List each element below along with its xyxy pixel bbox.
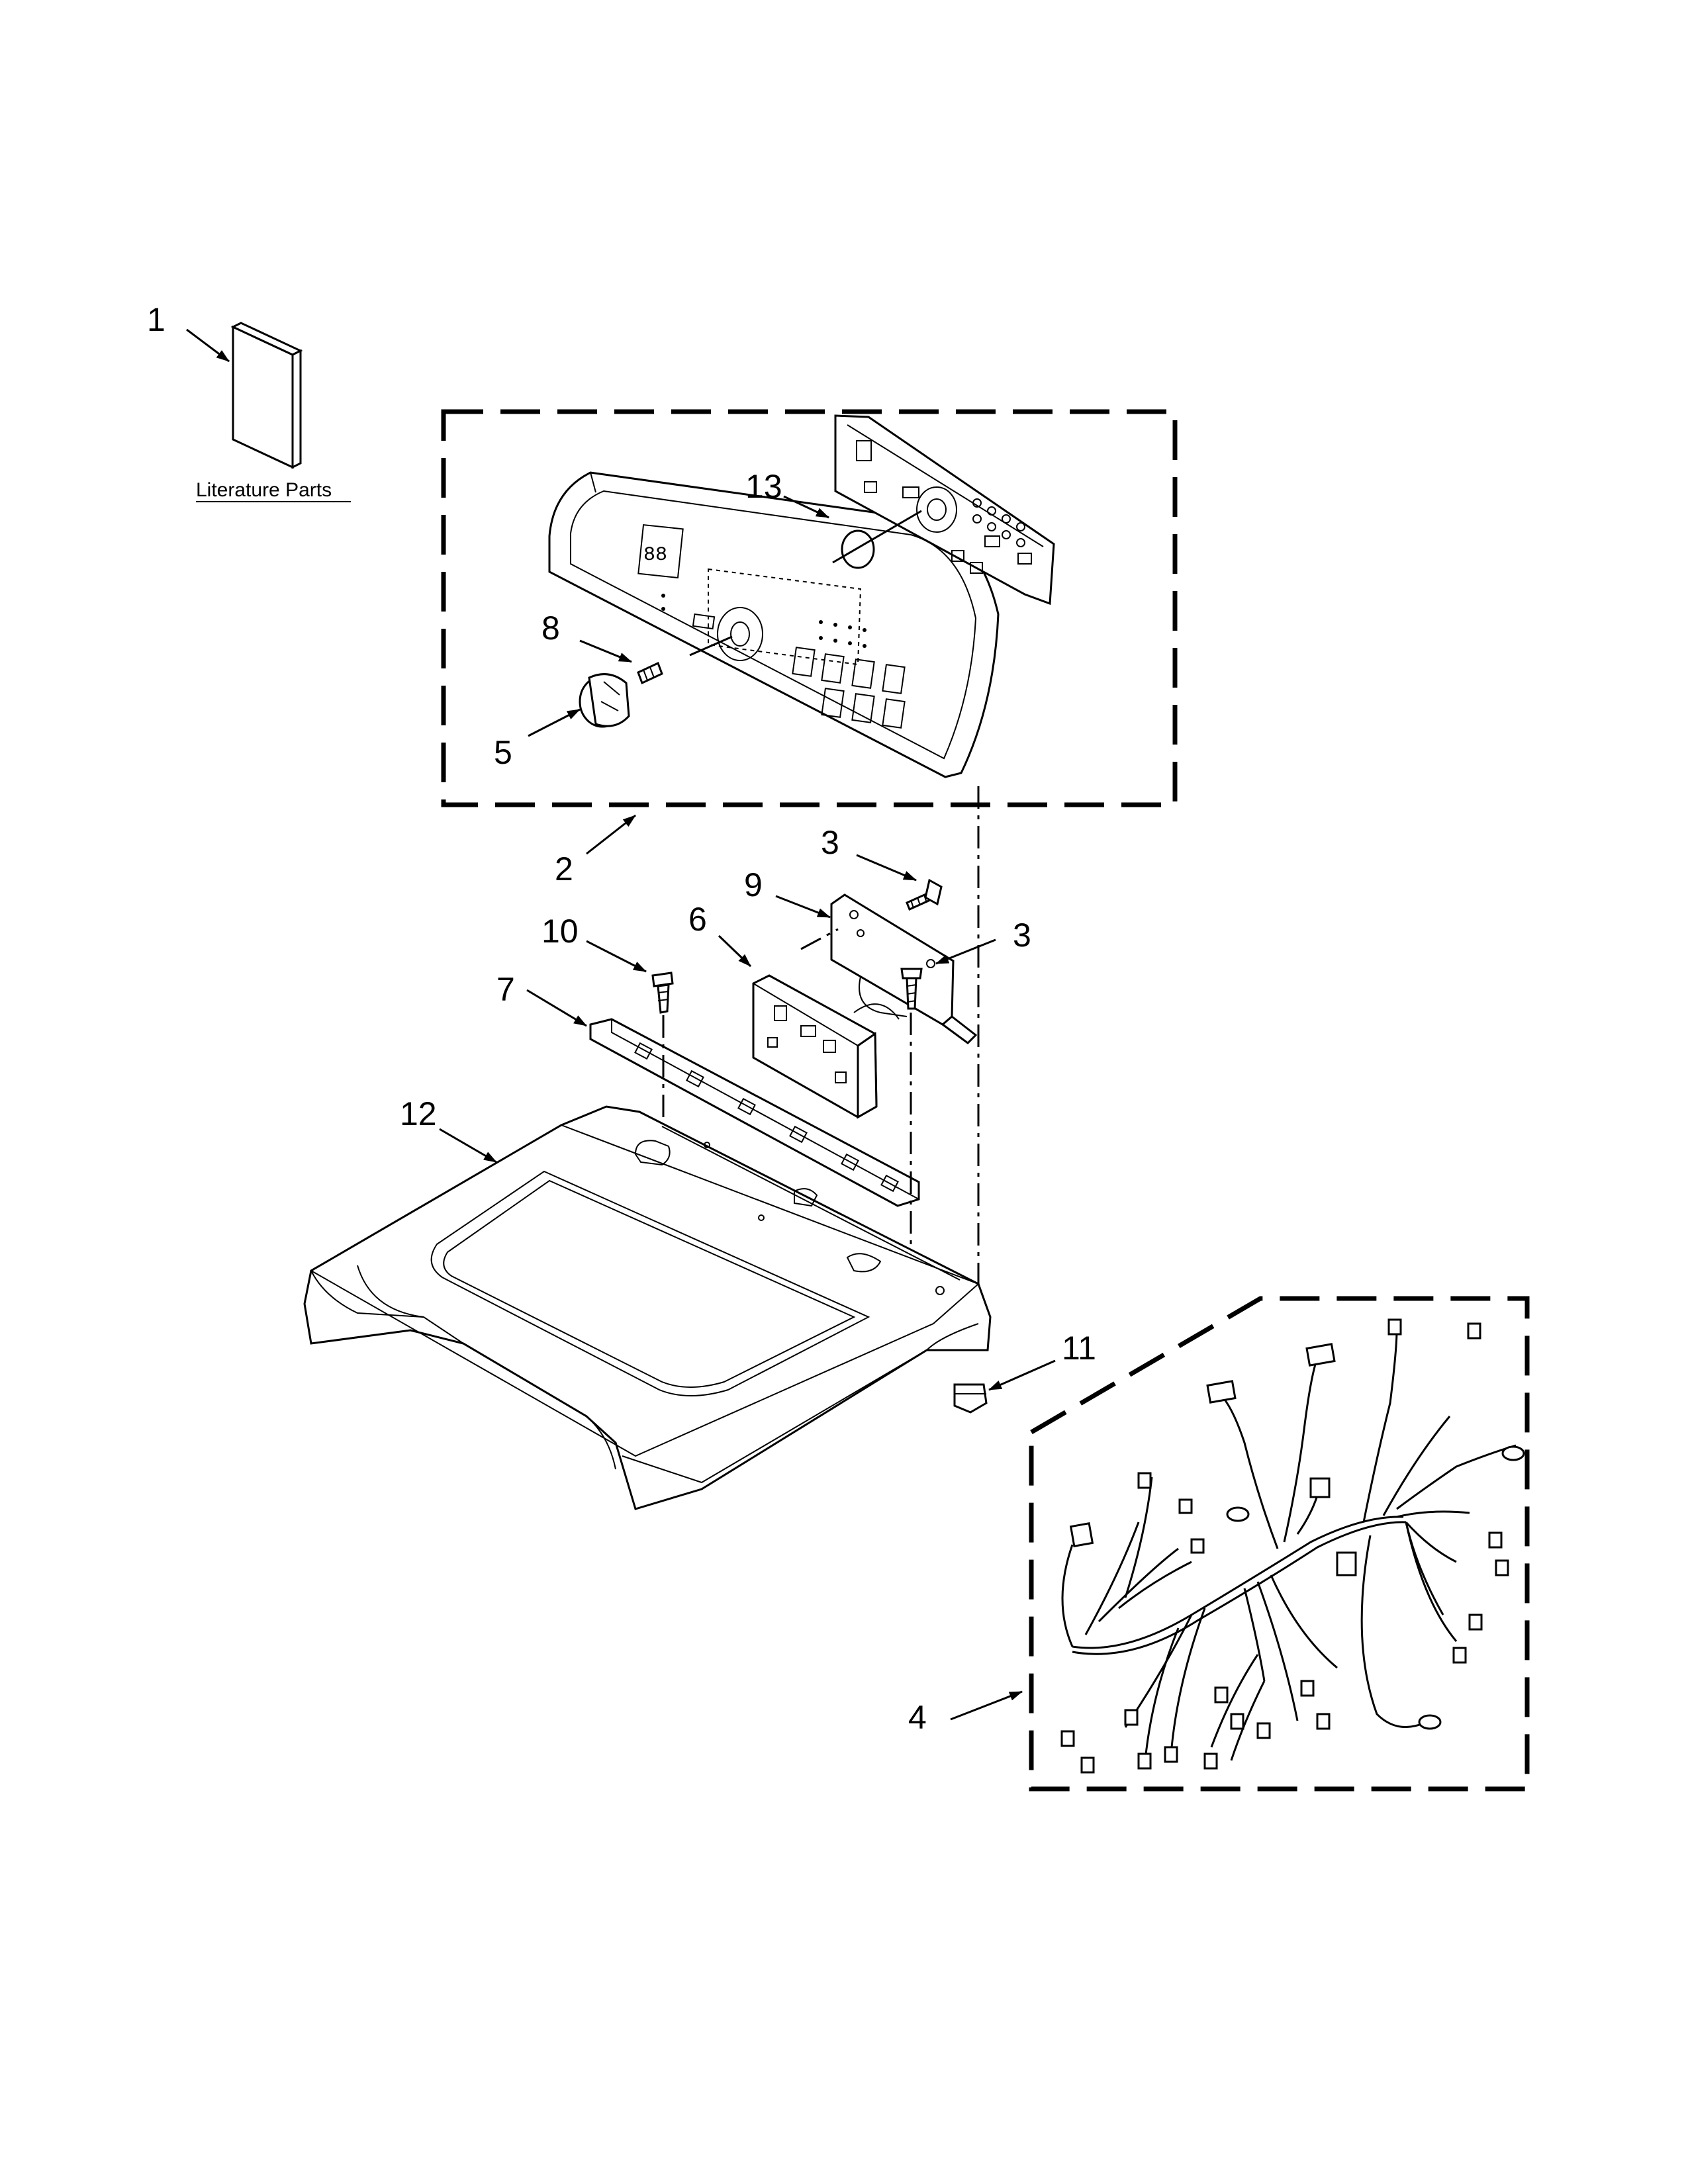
callout-6: 6 xyxy=(688,901,707,938)
console-assembly-box xyxy=(441,409,1178,807)
leader-arrows xyxy=(186,328,1056,1721)
wire-harness xyxy=(1060,1318,1525,1774)
knob-alignment-line xyxy=(689,635,733,657)
board-alignment-line xyxy=(832,510,922,564)
callout-10: 10 xyxy=(541,913,579,950)
literature-booklet xyxy=(230,322,303,469)
callout-9: 9 xyxy=(744,866,763,903)
callout-2: 2 xyxy=(555,850,573,887)
mounting-bracket xyxy=(830,893,978,1044)
callout-8: 8 xyxy=(541,610,560,647)
bracket-screw-right xyxy=(900,968,923,1010)
interface-board xyxy=(752,974,900,1119)
callout-3-right: 3 xyxy=(1013,917,1031,954)
callout-12: 12 xyxy=(400,1095,437,1132)
overlay-decal xyxy=(841,529,875,569)
harness-assembly-box xyxy=(1029,1296,1530,1792)
bracket-screw-top xyxy=(906,878,943,911)
callout-5: 5 xyxy=(494,734,512,771)
knob-spring xyxy=(637,661,663,685)
callout-11: 11 xyxy=(1062,1330,1096,1367)
callout-13: 13 xyxy=(745,468,782,505)
top-cover xyxy=(303,1105,992,1510)
console-housing: 88 xyxy=(548,471,1000,778)
hinge-screw xyxy=(651,972,674,1014)
svg-text:88: 88 xyxy=(643,544,667,567)
callout-7: 7 xyxy=(496,971,515,1008)
bumper-foot xyxy=(953,1383,988,1414)
callout-3-top: 3 xyxy=(821,824,839,861)
literature-parts-label: Literature Parts xyxy=(196,479,332,501)
control-board xyxy=(834,414,1055,606)
callout-4: 4 xyxy=(908,1699,927,1736)
hinge-strip xyxy=(589,1018,920,1207)
callout-labels: 1 2 3 3 4 5 6 7 8 9 10 11 12 13 xyxy=(147,301,1096,1736)
knob xyxy=(579,673,630,728)
callout-1: 1 xyxy=(147,301,165,338)
